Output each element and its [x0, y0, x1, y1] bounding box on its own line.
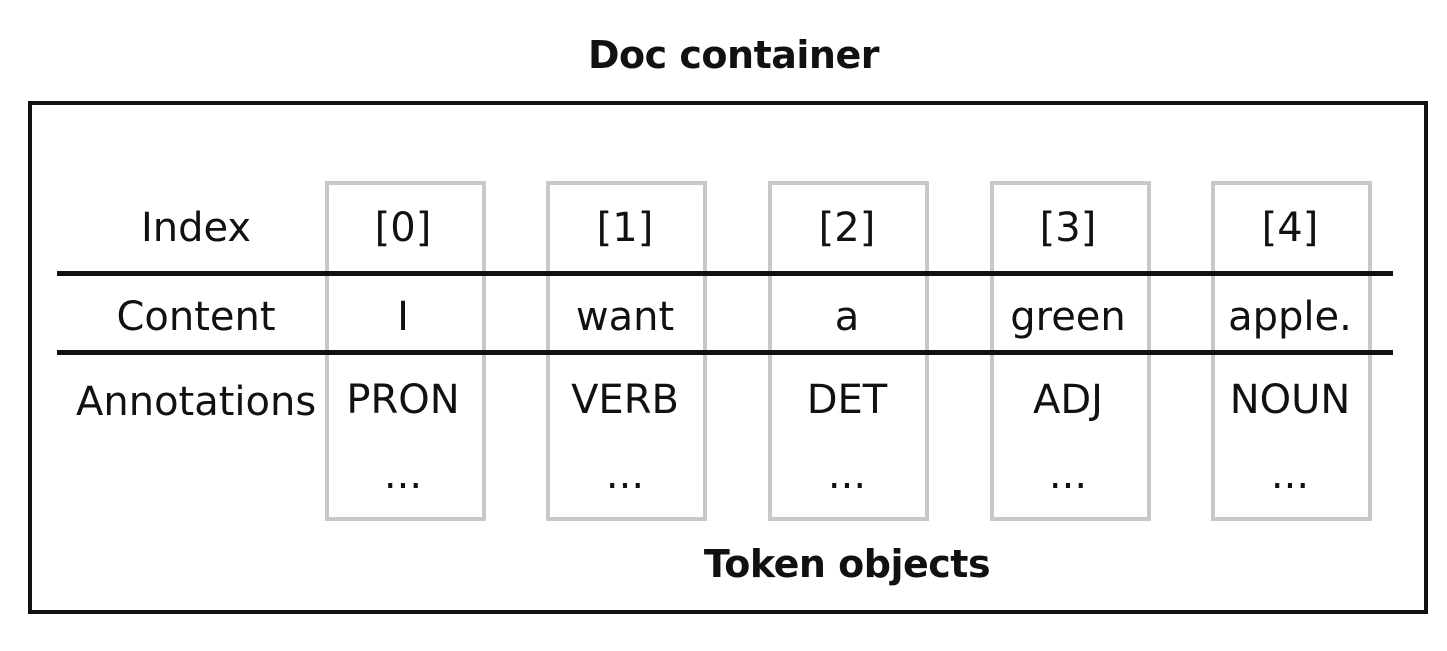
- doc-container-title: Doc container: [588, 33, 880, 77]
- row-label-annotations: Annotations: [76, 379, 317, 425]
- token-index-cell: [2]: [818, 205, 876, 251]
- token-pos-cell: VERB: [571, 377, 679, 423]
- token-index-cell: [0]: [374, 205, 432, 251]
- row-label-content: Content: [116, 294, 276, 340]
- token-content-cell: a: [834, 294, 860, 340]
- token-content-cell: apple.: [1228, 294, 1352, 340]
- token-index-cell: [1]: [596, 205, 654, 251]
- content-annotations-divider: [57, 350, 1393, 355]
- token-more-cell: ...: [605, 452, 645, 498]
- token-content-cell: I: [397, 294, 409, 340]
- token-pos-cell: NOUN: [1229, 377, 1351, 423]
- token-objects-label: Token objects: [703, 542, 991, 586]
- token-content-cell: want: [575, 294, 675, 340]
- token-pos-cell: DET: [806, 377, 888, 423]
- token-index-cell: [3]: [1039, 205, 1097, 251]
- token-more-cell: ...: [1048, 452, 1088, 498]
- token-pos-cell: ADJ: [1033, 377, 1103, 423]
- token-more-cell: ...: [1270, 452, 1310, 498]
- token-index-cell: [4]: [1261, 205, 1319, 251]
- doc-container-box: [28, 101, 1428, 614]
- token-more-cell: ...: [383, 452, 423, 498]
- token-pos-cell: PRON: [346, 377, 460, 423]
- row-label-index: Index: [140, 205, 252, 251]
- token-more-cell: ...: [827, 452, 867, 498]
- token-content-cell: green: [1010, 294, 1126, 340]
- index-content-divider: [57, 271, 1393, 276]
